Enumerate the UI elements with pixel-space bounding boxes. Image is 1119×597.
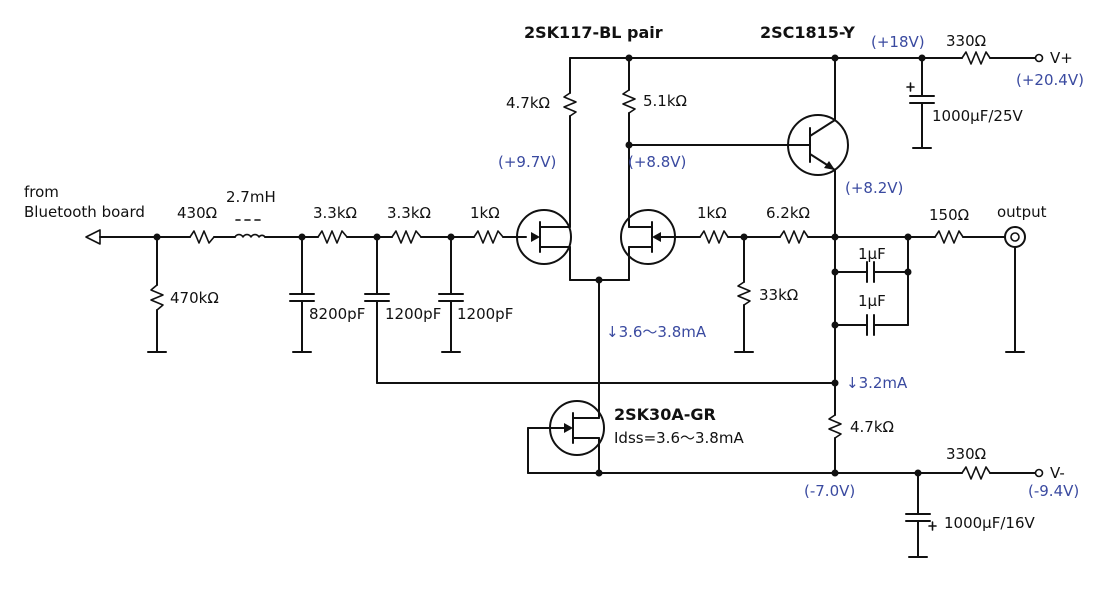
capacitor-1000uf-16v bbox=[905, 472, 937, 558]
voltage-9-7v: (+9.7V) bbox=[498, 153, 556, 171]
capacitor-1uf-a bbox=[834, 261, 909, 283]
resistor-3-3k-2 bbox=[391, 230, 422, 244]
label-r-3-3k-2: 3.3kΩ bbox=[387, 204, 431, 222]
label-jfet-pair: 2SK117-BL pair bbox=[524, 23, 663, 42]
label-r-5-1k-drain: 5.1kΩ bbox=[643, 92, 687, 110]
terminal-vminus bbox=[1034, 468, 1044, 478]
label-r-330-vplus: 330Ω bbox=[946, 32, 986, 50]
input-terminal bbox=[85, 229, 101, 245]
resistor-6-2k bbox=[779, 230, 809, 244]
capacitor-1200pf-1 bbox=[364, 236, 390, 384]
capacitor-8200pf bbox=[289, 236, 315, 353]
current-ccs: ↓3.6〜3.8mA bbox=[606, 323, 707, 341]
label-r-4-7k-drain: 4.7kΩ bbox=[506, 94, 550, 112]
resistor-330-vplus bbox=[961, 51, 991, 65]
voltage-20-4v: (+20.4V) bbox=[1016, 71, 1084, 89]
label-from: from bbox=[24, 183, 59, 201]
resistor-1k-fb bbox=[699, 230, 729, 244]
label-c-1uf-b: 1μF bbox=[858, 292, 886, 310]
label-c-8200pf: 8200pF bbox=[309, 305, 365, 323]
label-inductor: 2.7mH bbox=[226, 188, 276, 206]
label-c-1000uf-16v: 1000μF/16V bbox=[944, 514, 1035, 532]
resistor-1k-gate bbox=[473, 230, 504, 244]
label-bjt: 2SC1815-Y bbox=[760, 23, 855, 42]
resistor-4-7k-drain bbox=[563, 92, 577, 117]
label-r-1k-gate: 1kΩ bbox=[470, 204, 500, 222]
inductor-2-7mh bbox=[234, 233, 266, 238]
label-vplus: V+ bbox=[1050, 49, 1073, 67]
voltage-8-8v: (+8.8V) bbox=[628, 153, 686, 171]
current-emitter: ↓3.2mA bbox=[846, 374, 908, 392]
label-r-3-3k-1: 3.3kΩ bbox=[313, 204, 357, 222]
label-r-1k-fb: 1kΩ bbox=[697, 204, 727, 222]
label-r-470k: 470kΩ bbox=[170, 289, 219, 307]
resistor-150 bbox=[934, 230, 964, 244]
label-c-1200pf-2: 1200pF bbox=[457, 305, 513, 323]
terminal-vplus bbox=[1034, 53, 1044, 63]
capacitor-1uf-b bbox=[834, 314, 909, 336]
resistor-5-1k-drain bbox=[622, 89, 636, 114]
voltage-8-2v: (+8.2V) bbox=[845, 179, 903, 197]
voltage-minus-9-4v: (-9.4V) bbox=[1028, 482, 1079, 500]
resistor-3-3k-1 bbox=[317, 230, 348, 244]
voltage-18v: (+18V) bbox=[871, 33, 925, 51]
label-r-150: 150Ω bbox=[929, 206, 969, 224]
capacitor-1000uf-25v bbox=[906, 57, 935, 149]
label-r-6-2k: 6.2kΩ bbox=[766, 204, 810, 222]
label-idss: Idss=3.6〜3.8mA bbox=[614, 429, 744, 447]
label-r-330-vminus: 330Ω bbox=[946, 445, 986, 463]
resistor-430 bbox=[189, 230, 215, 244]
label-r-33k: 33kΩ bbox=[759, 286, 798, 304]
bjt-2sc1815 bbox=[787, 114, 849, 176]
label-output: output bbox=[997, 203, 1047, 221]
label-bluetooth-board: Bluetooth board bbox=[24, 203, 145, 221]
voltage-minus-7v: (-7.0V) bbox=[804, 482, 855, 500]
label-c-1uf-a: 1μF bbox=[858, 245, 886, 263]
resistor-470k bbox=[150, 284, 164, 311]
label-c-1200pf-1: 1200pF bbox=[385, 305, 441, 323]
label-r-430: 430Ω bbox=[177, 204, 217, 222]
resistor-33k bbox=[737, 281, 751, 306]
label-jfet-2sk30a: 2SK30A-GR bbox=[614, 405, 716, 424]
jfet-left bbox=[516, 209, 572, 265]
label-vminus: V- bbox=[1050, 464, 1065, 482]
label-c-1000uf-25v: 1000μF/25V bbox=[932, 107, 1023, 125]
capacitor-1200pf-2 bbox=[438, 236, 464, 353]
output-jack bbox=[1004, 226, 1026, 353]
label-r-4-7k-emitter: 4.7kΩ bbox=[850, 418, 894, 436]
resistor-4-7k-emitter bbox=[828, 414, 842, 439]
resistor-330-vminus bbox=[961, 466, 991, 480]
